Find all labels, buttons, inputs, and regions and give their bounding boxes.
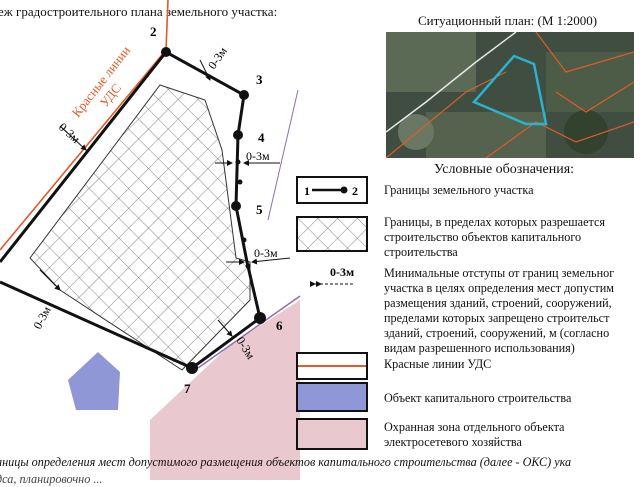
setback-marker: 0-3м [56, 120, 87, 151]
boundary-point [231, 201, 241, 211]
situation-plan-map [386, 32, 634, 158]
legend-item-text: Границы земельного участка [384, 183, 534, 197]
boundary-point [239, 90, 249, 100]
red-line-label: Красные линии [69, 43, 134, 120]
svg-text:0-3м: 0-3м [30, 304, 54, 332]
footer-text: аницы определения мест допустимого разме… [0, 455, 572, 469]
svg-text:0-3м: 0-3м [56, 120, 83, 146]
boundary-point [254, 312, 266, 324]
protection-zone [150, 300, 300, 480]
point-label: 4 [258, 130, 265, 145]
legend-symbol-setback: 0-3м [302, 264, 372, 292]
oks-object [68, 352, 120, 410]
legend-title: Условные обозначения: [434, 162, 575, 177]
svg-text:0-3м: 0-3м [330, 265, 354, 279]
legend-item-text: Границы, в пределах которых разрешается … [384, 215, 605, 259]
legend-symbol-red-line [296, 352, 368, 380]
point-label: 6 [276, 318, 283, 333]
situation-plan-title: Ситуационный план: (М 1:2000) [418, 13, 598, 28]
boundary-point [186, 362, 198, 374]
boundary-point-small [237, 179, 243, 185]
point-label: 5 [256, 202, 263, 217]
legend-item-text: Красные линии УДС [384, 357, 492, 371]
svg-text:1: 1 [304, 184, 310, 198]
legend-item-text: Охранная зона отдельного объекта электро… [384, 420, 565, 449]
svg-text:0-3м: 0-3м [246, 149, 270, 163]
boundary-point-small [245, 263, 251, 269]
legend-symbol-hatch [296, 216, 368, 252]
drawing-title: еж градостроительного плана земельного у… [0, 4, 278, 19]
point-label: 2 [150, 24, 157, 39]
point-label: 7 [184, 381, 191, 396]
boundary-point [233, 130, 243, 140]
setback-marker: 0-3м [215, 149, 280, 166]
boundary-point-small [235, 159, 241, 165]
setback-marker: 0-3м [226, 246, 291, 265]
legend-item-text: Минимальные отступы от границ земельног … [384, 266, 615, 355]
svg-text:2: 2 [352, 184, 358, 198]
point-label: 3 [256, 72, 263, 87]
legend-symbol-oks [296, 382, 368, 412]
boundary-point [161, 47, 171, 57]
legend-symbol-zone [296, 418, 368, 450]
boundary-point-small [241, 237, 247, 243]
zone-boundary-upper [267, 89, 299, 221]
svg-text:0-3м: 0-3м [205, 44, 230, 72]
legend-symbol-boundary: 1 2 [296, 176, 368, 204]
legend-item-text: Объект капитального строительства [384, 391, 572, 405]
svg-text:0-3м: 0-3м [254, 246, 278, 260]
zone-boundary [197, 295, 301, 369]
